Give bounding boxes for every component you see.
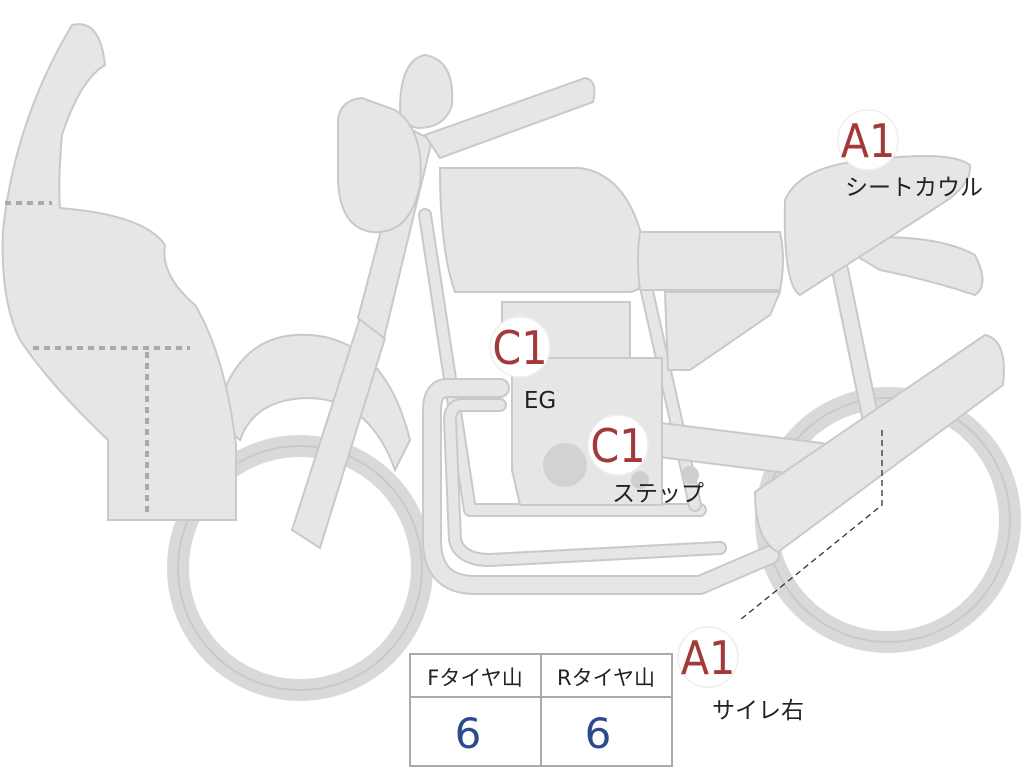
front-wheel bbox=[167, 435, 433, 701]
side-cover bbox=[663, 291, 782, 371]
footrest-right bbox=[681, 466, 699, 484]
callout-badge bbox=[489, 316, 551, 378]
callout-badge bbox=[837, 109, 899, 171]
front-tire-value: 6 bbox=[455, 709, 482, 758]
callout-code: C1 bbox=[492, 321, 547, 375]
callout-badge bbox=[587, 414, 649, 476]
tire-tread-table: Fタイヤ山 Rタイヤ山 6 6 bbox=[409, 653, 673, 767]
callout-badge bbox=[677, 626, 739, 688]
silencer-leader-line bbox=[739, 430, 883, 621]
callout-code: A1 bbox=[841, 114, 896, 168]
front-tire-header: Fタイヤ山 bbox=[427, 666, 522, 690]
frame bbox=[418, 208, 884, 517]
fuel-tank bbox=[438, 167, 647, 293]
handlebar bbox=[423, 76, 596, 160]
callout-footrest: C1 ステップ bbox=[587, 414, 704, 507]
callout-label: サイレ右 bbox=[712, 698, 804, 724]
callout-label: EG bbox=[524, 388, 556, 414]
cowl-damage-lines bbox=[5, 201, 190, 515]
seat bbox=[637, 231, 784, 291]
callout-silencer: A1 サイレ右 bbox=[677, 626, 804, 724]
callout-seat-cowl: A1 シートカウル bbox=[837, 109, 983, 201]
callout-engine: C1 EG bbox=[489, 316, 556, 414]
mirror bbox=[398, 53, 454, 130]
headlight bbox=[337, 96, 422, 234]
callout-label: ステップ bbox=[612, 481, 704, 507]
rear-tire-value: 6 bbox=[585, 709, 612, 758]
rear-tire-header: Rタイヤ山 bbox=[557, 666, 655, 690]
callout-code: A1 bbox=[681, 631, 736, 685]
silencer-right bbox=[753, 333, 1005, 554]
callout-code: C1 bbox=[590, 419, 645, 473]
front-cowl bbox=[1, 23, 237, 521]
callout-label: シートカウル bbox=[845, 175, 983, 201]
footrest-left bbox=[631, 471, 649, 489]
seat-cowl bbox=[783, 155, 972, 297]
exhaust-pipes bbox=[422, 378, 780, 595]
